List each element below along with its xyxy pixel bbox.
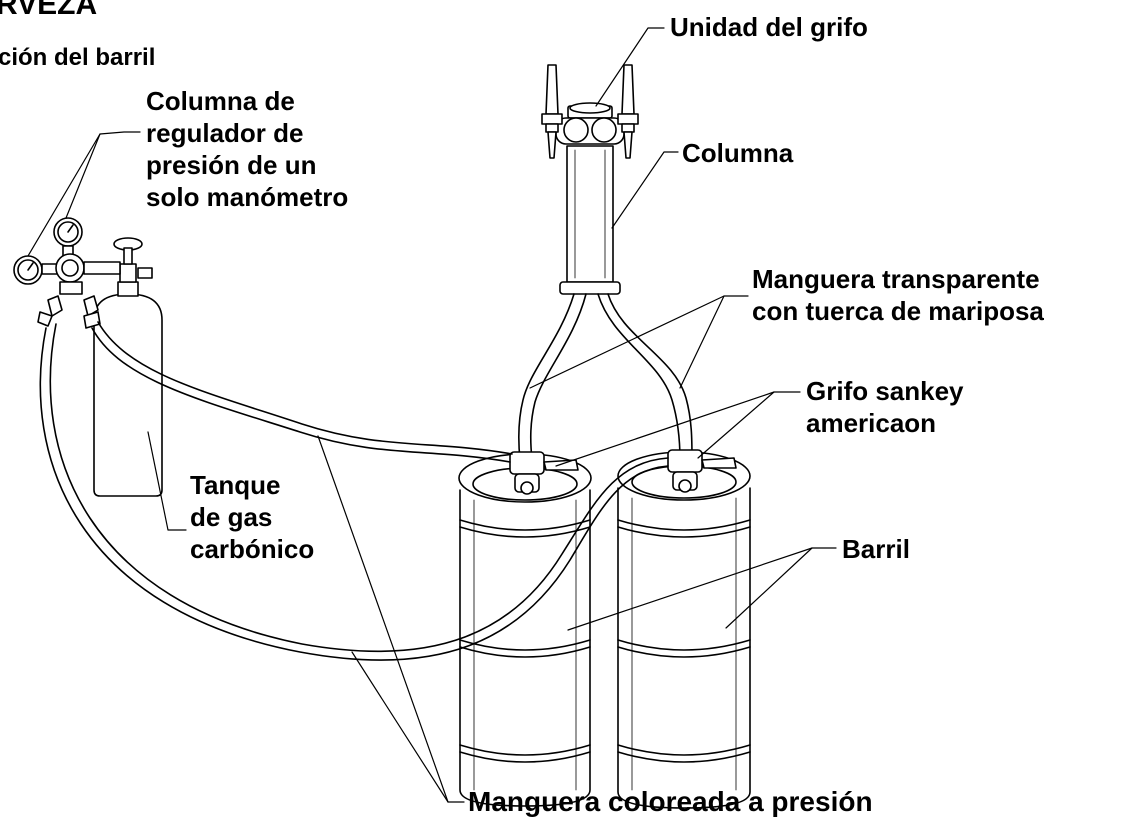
right-tap-handle — [621, 64, 635, 115]
diagram-subtitle: ción del barril — [0, 44, 156, 71]
tower-base — [559, 281, 621, 295]
label-regulator-line1: Columna de — [146, 86, 295, 116]
sankey-coupler-left — [509, 451, 545, 475]
label-co2-line1: Tanque — [190, 470, 281, 500]
label-regulator-line4: solo manómetro — [146, 182, 349, 212]
label-regulator-line3: presión de un — [146, 150, 317, 180]
label-clear-hose-line1: Manguera transparente — [752, 264, 1040, 294]
label-co2-line3: carbónico — [190, 534, 315, 564]
label-pressure-hose: Manguera coloreada a presión — [468, 786, 873, 817]
left-tap-handle — [545, 64, 559, 115]
keg-left — [458, 451, 592, 807]
label-tap-unit: Unidad del grifo — [670, 12, 868, 42]
label-co2-line2: de gas — [190, 502, 273, 532]
leader-lines — [27, 27, 837, 803]
clear-hoses — [517, 293, 693, 461]
label-clear-hose-line2: con tuerca de mariposa — [752, 296, 1044, 326]
diagram-title: RVEZA — [0, 0, 98, 21]
tap-tower — [541, 64, 639, 295]
sankey-coupler-right — [667, 449, 703, 473]
label-sankey-line1: Grifo sankey — [806, 376, 964, 406]
keg-right — [617, 449, 751, 809]
label-column: Columna — [682, 138, 794, 168]
label-sankey-line2: americaon — [806, 408, 937, 438]
pressure-hoses — [39, 321, 669, 661]
label-keg: Barril — [842, 534, 910, 564]
tower-column — [566, 145, 614, 283]
co2-tank — [93, 237, 163, 497]
label-regulator-line2: regulador de — [146, 118, 304, 148]
